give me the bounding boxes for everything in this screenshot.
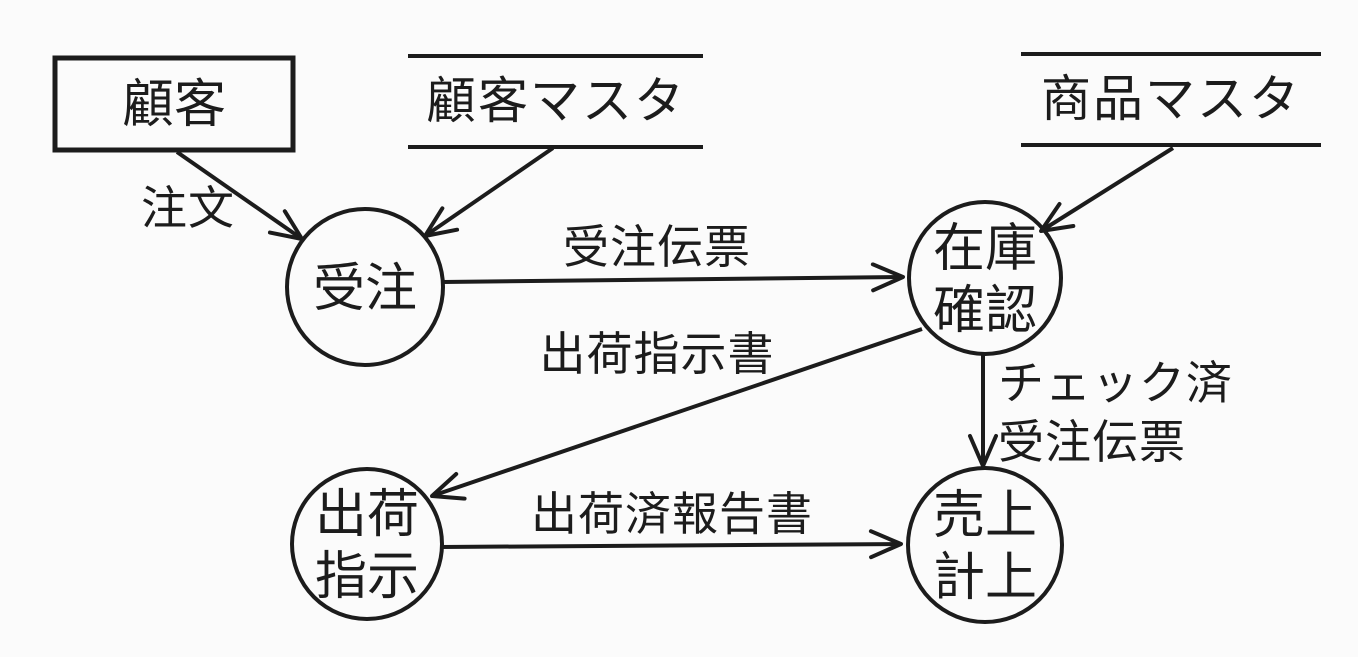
process-circle <box>285 207 445 367</box>
external-entity-customer: 顧客 <box>52 55 296 153</box>
flow-arrow <box>440 529 903 560</box>
process-label-line1: 売上 <box>933 488 1037 545</box>
process-label: 受注 <box>313 261 417 318</box>
flow-arrow <box>442 262 905 293</box>
flow-arrow <box>430 327 923 501</box>
data-store-customer-master: 顧客マスタ <box>408 54 703 149</box>
process-circle <box>290 467 444 621</box>
process-sales-recording: 売上 計上 <box>906 466 1064 624</box>
flow-customer-to-order: 注文 <box>141 150 304 241</box>
process-circle <box>907 200 1063 356</box>
external-entity-box <box>52 55 296 153</box>
data-store-label: 顧客マスタ <box>426 73 686 129</box>
process-label-line2: 指示 <box>315 549 419 606</box>
process-circle <box>906 466 1064 624</box>
flow-arrow <box>175 150 304 241</box>
process-label-line2: 計上 <box>933 550 1037 607</box>
flow-inventory-to-sales: チェック済 受注伝票 <box>968 355 1233 468</box>
process-order-entry: 受注 <box>285 207 445 367</box>
flow-label: 出荷済報告書 <box>531 489 813 540</box>
flow-product-master-to-inventory <box>1039 146 1175 233</box>
flow-arrow <box>1039 146 1175 233</box>
process-shipping-instruction: 出荷 指示 <box>290 467 444 621</box>
flow-label: 受注伝票 <box>563 222 751 273</box>
process-label-line2: 確認 <box>933 283 1037 340</box>
process-label-line1: 出荷 <box>315 487 419 544</box>
data-store-label: 商品マスタ <box>1041 71 1301 127</box>
flow-customer-master-to-order <box>423 146 555 238</box>
flow-arrow <box>423 146 555 238</box>
process-label-line1: 在庫 <box>933 221 1037 278</box>
flow-label: 出荷指示書 <box>540 329 775 380</box>
external-entity-label: 顧客 <box>122 77 226 134</box>
data-store-product-master: 商品マスタ <box>1021 52 1321 147</box>
flow-label-line1: チェック済 <box>998 358 1233 409</box>
process-inventory-check: 在庫 確認 <box>907 200 1063 356</box>
flow-order-to-inventory: 受注伝票 <box>442 222 905 293</box>
flow-label: 注文 <box>141 183 235 234</box>
flow-label-line2: 受注伝票 <box>998 417 1186 468</box>
flow-inventory-to-shipping: 出荷指示書 <box>430 327 923 501</box>
flow-shipping-to-sales: 出荷済報告書 <box>440 489 903 560</box>
